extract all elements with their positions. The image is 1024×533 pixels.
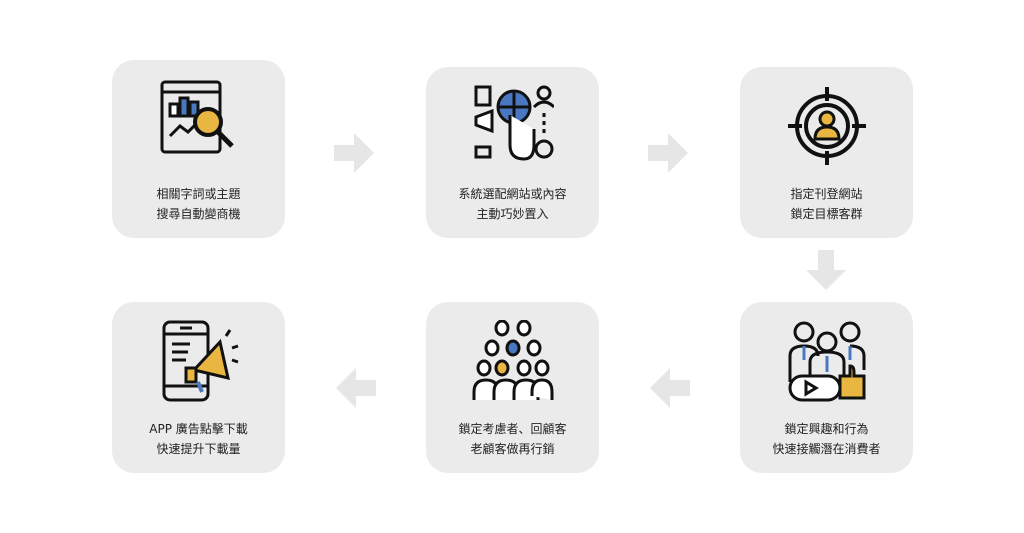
step-card-6: APP 廣告點擊下載快速提升下載量 <box>112 302 285 473</box>
caption-line: 老顧客做再行銷 <box>470 442 555 456</box>
step-card-1: 相關字詞或主題搜尋自動變商機 <box>112 60 285 238</box>
target-user-icon <box>788 87 866 165</box>
arrow-right-icon <box>648 133 688 173</box>
audience-like-icon <box>788 321 866 402</box>
web-placement-icon <box>474 85 554 161</box>
caption-line: 鎖定目標客群 <box>790 207 863 221</box>
step-caption: 相關字詞或主題搜尋自動變商機 <box>112 184 285 224</box>
step-caption: APP 廣告點擊下載快速提升下載量 <box>112 419 285 459</box>
caption-line: 鎖定興趣和行為 <box>784 422 869 436</box>
crowd-icon <box>472 320 554 400</box>
caption-line: 指定刊登網站 <box>790 187 863 201</box>
caption-line: 相關字詞或主題 <box>156 187 241 201</box>
caption-line: 快速接觸潛在消費者 <box>772 442 881 456</box>
caption-line: APP 廣告點擊下載 <box>149 422 248 436</box>
app-megaphone-icon <box>162 320 239 402</box>
step-caption: 指定刊登網站鎖定目標客群 <box>740 184 913 224</box>
step-card-3: 指定刊登網站鎖定目標客群 <box>740 67 913 238</box>
caption-line: 系統選配網站或內容 <box>458 187 567 201</box>
caption-line: 主動巧妙置入 <box>476 207 549 221</box>
arrow-left-icon <box>650 368 690 408</box>
analytics-search-icon <box>160 80 234 154</box>
step-caption: 鎖定考慮者、回顧客老顧客做再行銷 <box>426 419 599 459</box>
caption-line: 搜尋自動變商機 <box>156 207 241 221</box>
step-card-5: 鎖定考慮者、回顧客老顧客做再行銷 <box>426 302 599 473</box>
caption-line: 快速提升下載量 <box>156 442 241 456</box>
caption-line: 鎖定考慮者、回顧客 <box>458 422 567 436</box>
arrow-down-icon <box>806 250 846 290</box>
step-card-4: 鎖定興趣和行為快速接觸潛在消費者 <box>740 302 913 473</box>
arrow-right-icon <box>334 133 374 173</box>
step-caption: 系統選配網站或內容主動巧妙置入 <box>426 184 599 224</box>
step-caption: 鎖定興趣和行為快速接觸潛在消費者 <box>740 419 913 459</box>
arrow-left-icon <box>336 368 376 408</box>
step-card-2: 系統選配網站或內容主動巧妙置入 <box>426 67 599 238</box>
